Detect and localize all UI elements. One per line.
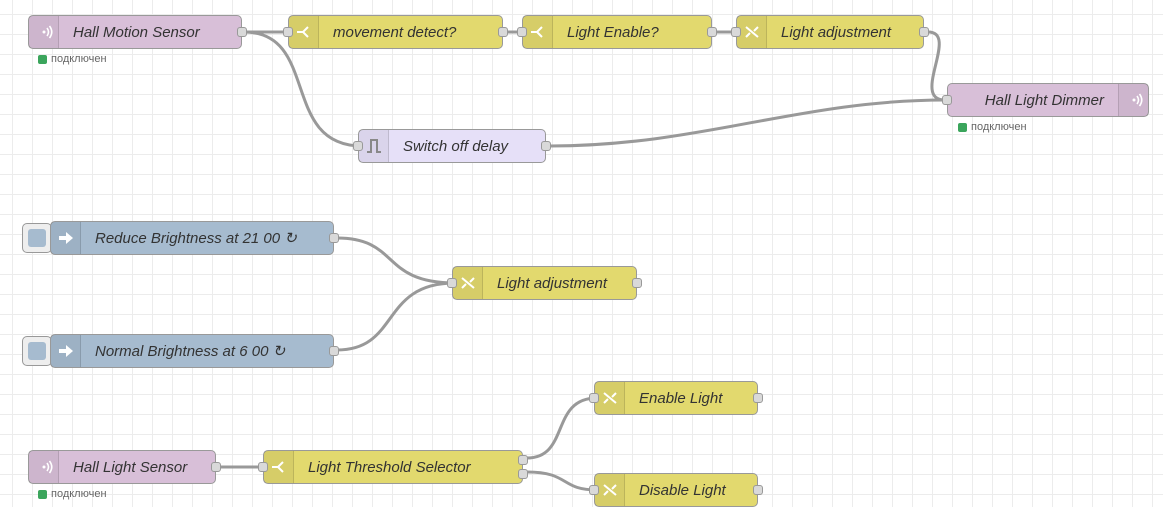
wire[interactable]	[549, 98, 946, 148]
hall-light-sensor-node[interactable]: Hall Light Sensor	[28, 450, 221, 484]
node-label: Light Enable?	[567, 23, 659, 41]
wire[interactable]	[336, 281, 456, 352]
output-port[interactable]	[632, 278, 642, 288]
change-shuffle-icon	[595, 382, 625, 414]
status-dot	[38, 54, 47, 64]
input-port[interactable]	[942, 95, 952, 105]
inject-arrow-icon	[51, 222, 81, 254]
input-port[interactable]	[731, 27, 741, 37]
light-threshold-selector-node[interactable]: Light Threshold Selector	[258, 450, 528, 484]
node-label: Enable Light	[639, 389, 723, 407]
disable-light-node[interactable]: Disable Light	[589, 473, 763, 507]
switch-branch-icon	[289, 16, 319, 48]
output-port[interactable]	[237, 27, 247, 37]
node-label: Switch off delay	[403, 137, 509, 155]
light-enable-node[interactable]: Light Enable?	[517, 15, 717, 49]
input-port[interactable]	[283, 27, 293, 37]
node-label: movement detect?	[333, 23, 457, 41]
node-label: Hall Motion Sensor	[73, 23, 200, 41]
node-label: Light Threshold Selector	[308, 458, 471, 476]
node-label: Disable Light	[639, 481, 726, 499]
mqtt-wifi-icon	[1118, 84, 1148, 116]
node-label: Light adjustment	[781, 23, 892, 41]
node-label: Hall Light Dimmer	[984, 91, 1104, 109]
output-port[interactable]	[498, 27, 508, 37]
trigger-pulse-icon	[359, 130, 389, 162]
node-label: Light adjustment	[497, 274, 608, 292]
input-port[interactable]	[517, 27, 527, 37]
status-badge: подключен	[38, 53, 107, 65]
input-port[interactable]	[353, 141, 363, 151]
output-port-2[interactable]	[518, 469, 528, 479]
output-port-1[interactable]	[518, 455, 528, 465]
inject-arrow-icon	[51, 335, 81, 367]
change-shuffle-icon	[453, 267, 483, 299]
change-shuffle-icon	[737, 16, 767, 48]
output-port[interactable]	[329, 346, 339, 356]
output-port[interactable]	[211, 462, 221, 472]
output-port[interactable]	[541, 141, 551, 151]
movement-detect-node[interactable]: movement detect?	[283, 15, 508, 49]
wire[interactable]	[927, 30, 946, 102]
inject-trigger-button[interactable]	[22, 223, 52, 253]
hall-motion-sensor-node[interactable]: Hall Motion Sensor	[28, 15, 247, 49]
node-label: Normal Brightness at 6 00 ↻	[95, 343, 286, 360]
normal-brightness-node[interactable]: Normal Brightness at 6 00 ↻	[50, 334, 339, 368]
change-shuffle-icon	[595, 474, 625, 506]
input-port[interactable]	[589, 393, 599, 403]
input-port[interactable]	[447, 278, 457, 288]
inject-trigger-button[interactable]	[22, 336, 52, 366]
input-port[interactable]	[589, 485, 599, 495]
reduce-brightness-node[interactable]: Reduce Brightness at 21 00 ↻	[50, 221, 339, 255]
output-port[interactable]	[753, 485, 763, 495]
output-port[interactable]	[707, 27, 717, 37]
node-label: Hall Light Sensor	[73, 458, 188, 476]
status-badge: подключен	[958, 121, 1027, 133]
output-port[interactable]	[329, 233, 339, 243]
mqtt-wifi-icon	[29, 16, 59, 48]
status-dot	[38, 489, 47, 499]
status-dot	[958, 122, 967, 132]
wire[interactable]	[526, 470, 598, 492]
switch-branch-icon	[523, 16, 553, 48]
mqtt-wifi-icon	[29, 451, 59, 483]
wire[interactable]	[526, 396, 598, 460]
wire[interactable]	[243, 30, 363, 148]
hall-light-dimmer-node[interactable]: Hall Light Dimmer	[942, 83, 1149, 117]
switch-branch-icon	[264, 451, 294, 483]
light-adjustment-mid-node[interactable]: Light adjustment	[447, 266, 642, 300]
input-port[interactable]	[258, 462, 268, 472]
output-port[interactable]	[919, 27, 929, 37]
wire[interactable]	[336, 236, 456, 285]
status-text: подключен	[51, 53, 107, 65]
enable-light-node[interactable]: Enable Light	[589, 381, 763, 415]
status-badge: подключен	[38, 488, 107, 500]
switch-off-delay-node[interactable]: Switch off delay	[353, 129, 551, 163]
light-adjustment-top-node[interactable]: Light adjustment	[731, 15, 929, 49]
output-port[interactable]	[753, 393, 763, 403]
node-label: Reduce Brightness at 21 00 ↻	[95, 230, 297, 247]
status-text: подключен	[51, 488, 107, 500]
status-text: подключен	[971, 121, 1027, 133]
